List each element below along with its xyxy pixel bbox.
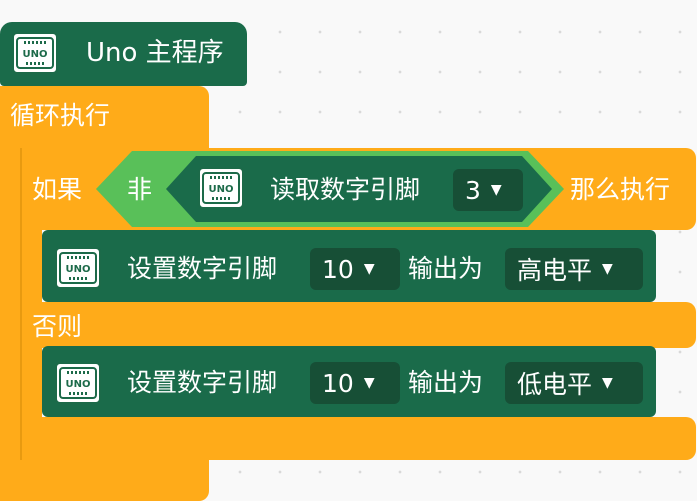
uno-board-icon: UNO xyxy=(198,167,244,209)
set-pin-then-pin-dropdown[interactable]: 10 ▼ xyxy=(310,248,400,290)
uno-board-icon: UNO xyxy=(12,32,58,74)
loop-frame-left xyxy=(0,86,22,501)
else-label: 否则 xyxy=(32,312,83,341)
not-label: 非 xyxy=(127,175,153,204)
read-pin-value: 3 xyxy=(465,175,481,205)
uno-board-icon: UNO xyxy=(55,362,101,404)
loop-label: 循环执行 xyxy=(10,101,111,130)
read-pin-label: 读取数字引脚 xyxy=(270,175,421,204)
set-pin-then-level-dropdown[interactable]: 高电平 ▼ xyxy=(505,248,643,290)
set-pin-else-pin-dropdown[interactable]: 10 ▼ xyxy=(310,362,400,404)
chevron-down-icon: ▼ xyxy=(490,182,502,198)
set-pin-else-pin-value: 10 xyxy=(322,368,354,398)
chevron-down-icon: ▼ xyxy=(363,375,375,391)
main-program-label: Uno 主程序 xyxy=(86,38,224,68)
svg-text:UNO: UNO xyxy=(23,49,48,60)
else-band[interactable] xyxy=(22,302,696,348)
svg-text:UNO: UNO xyxy=(66,264,91,275)
set-pin-else-label: 设置数字引脚 xyxy=(127,368,278,397)
read-pin-dropdown[interactable]: 3 ▼ xyxy=(453,169,523,211)
if-block-bottom xyxy=(22,417,696,460)
loop-frame-top[interactable] xyxy=(0,86,209,148)
set-pin-else-level-dropdown[interactable]: 低电平 ▼ xyxy=(505,362,643,404)
set-pin-then-pin-value: 10 xyxy=(322,254,354,284)
then-label: 那么执行 xyxy=(570,175,671,204)
loop-inner-edge xyxy=(20,148,22,460)
loop-frame-bottom xyxy=(0,460,209,501)
set-pin-then-label: 设置数字引脚 xyxy=(127,254,278,283)
svg-text:UNO: UNO xyxy=(66,379,91,390)
chevron-down-icon: ▼ xyxy=(602,375,613,391)
uno-board-icon: UNO xyxy=(55,247,101,289)
set-pin-then-level-value: 高电平 xyxy=(517,256,593,285)
set-pin-else-output-label: 输出为 xyxy=(408,368,484,397)
svg-text:UNO: UNO xyxy=(209,184,234,195)
chevron-down-icon: ▼ xyxy=(363,261,375,277)
if-label: 如果 xyxy=(32,175,83,204)
chevron-down-icon: ▼ xyxy=(602,261,613,277)
set-pin-then-output-label: 输出为 xyxy=(408,254,484,283)
set-pin-else-level-value: 低电平 xyxy=(517,370,593,399)
